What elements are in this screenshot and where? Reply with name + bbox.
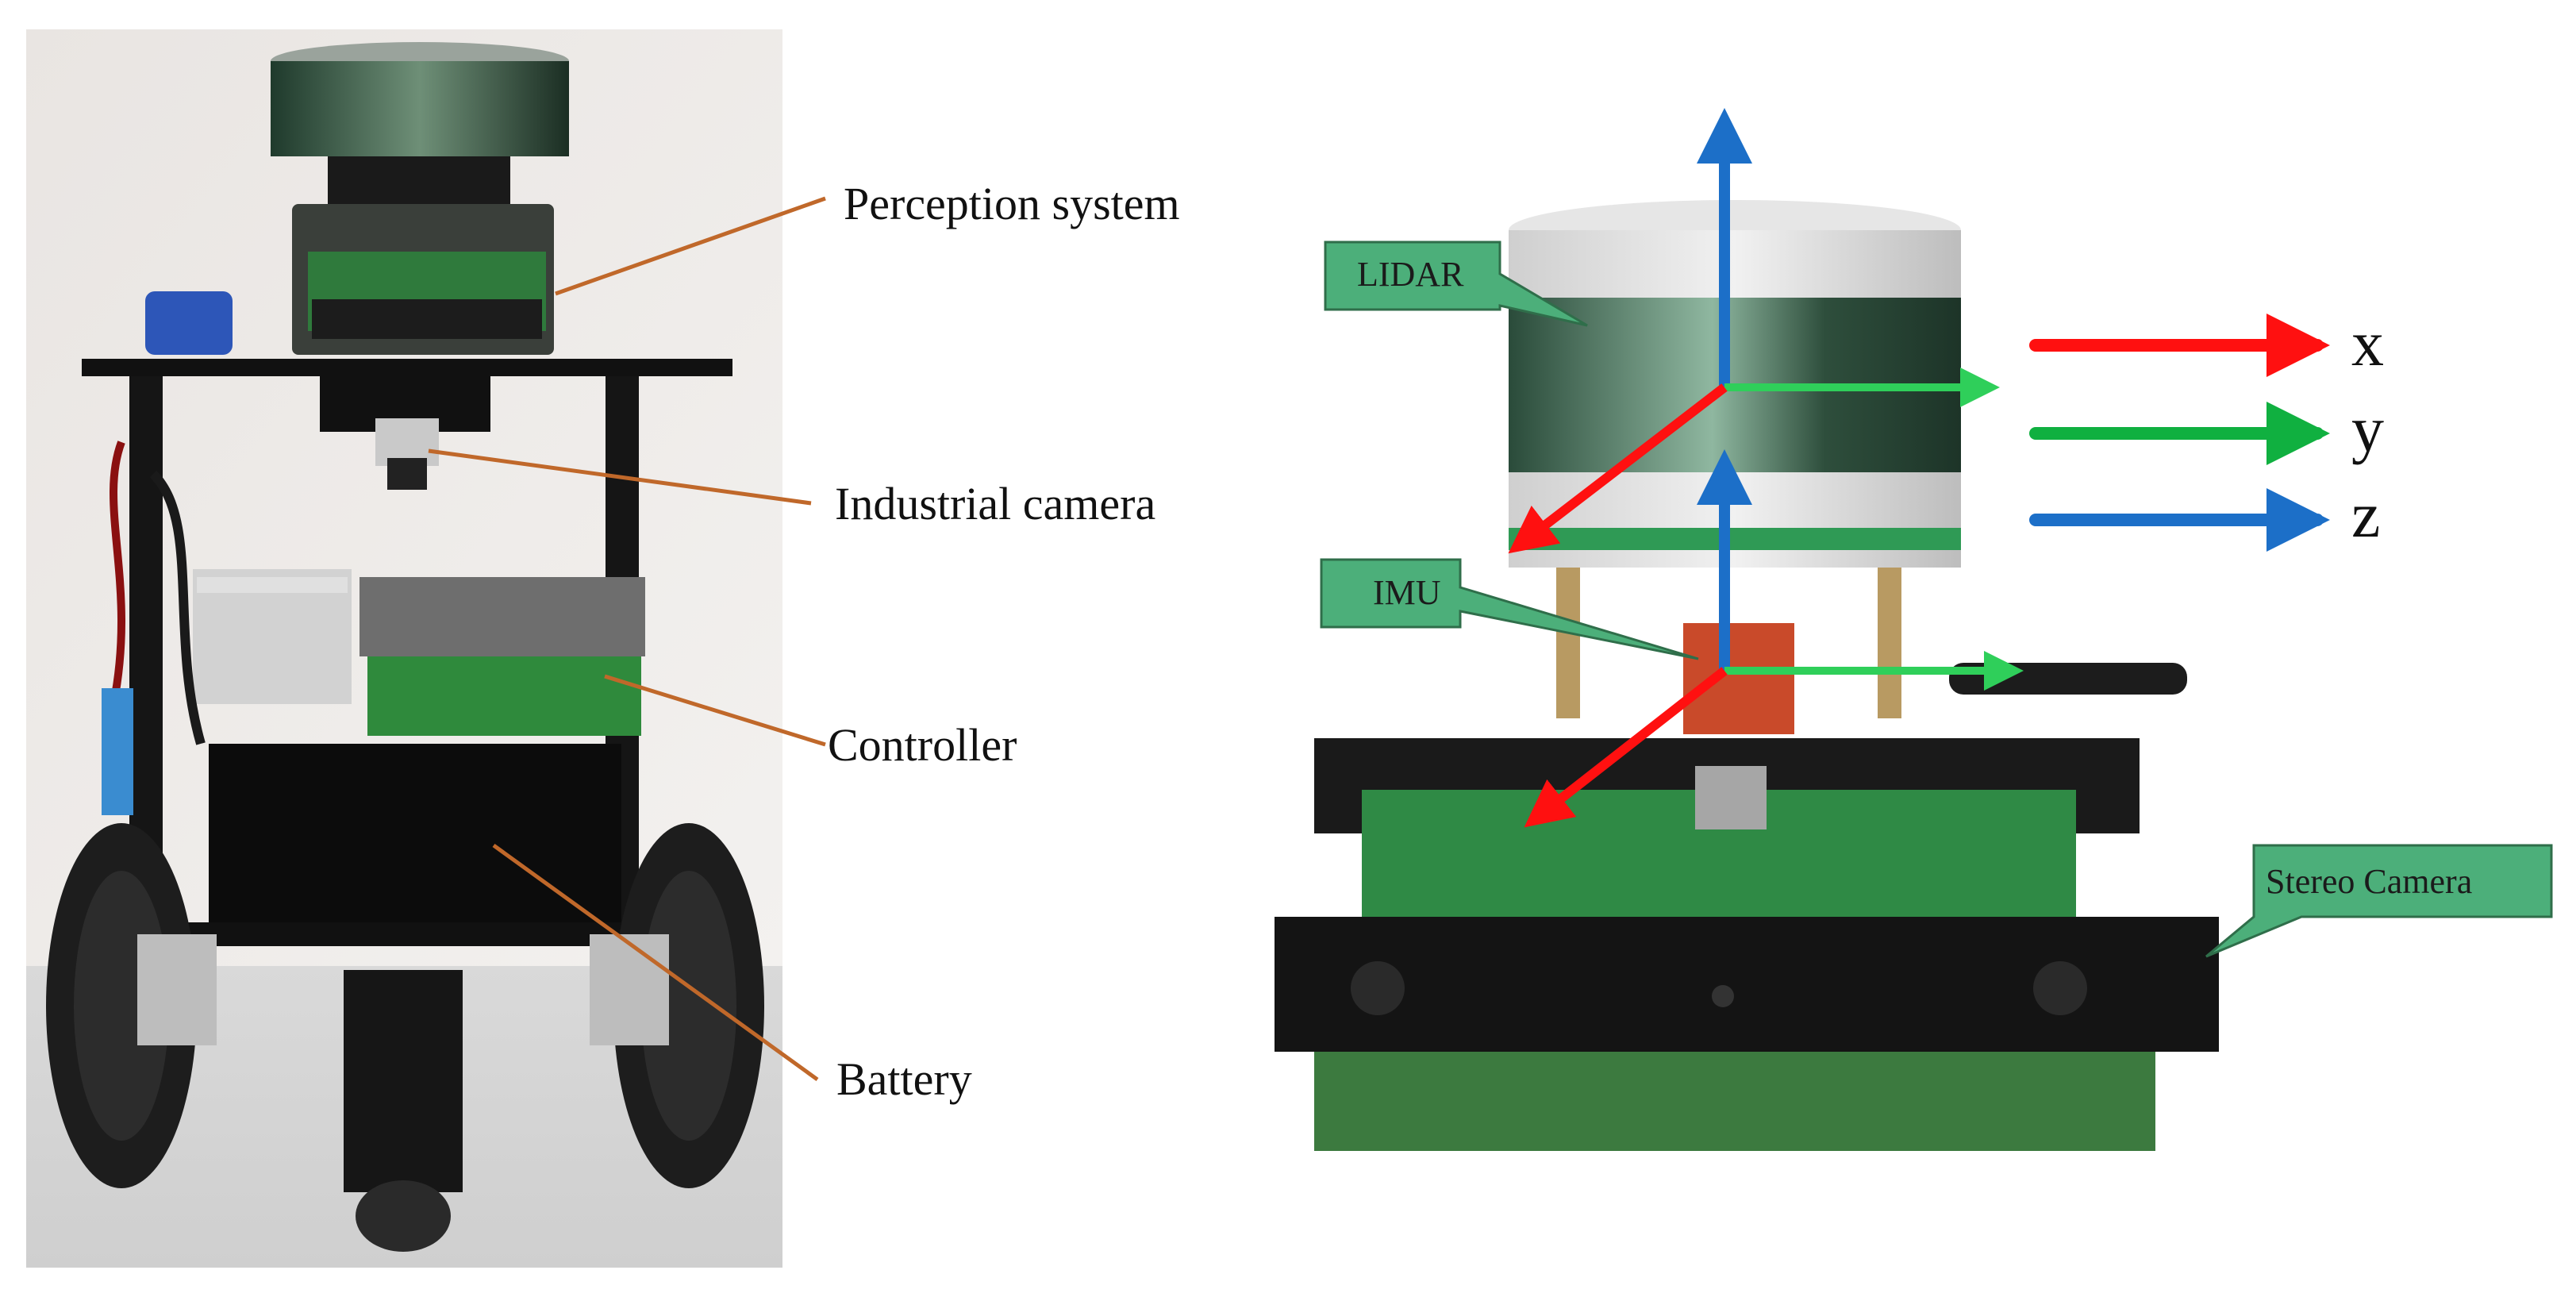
battery-label: Battery (836, 1053, 972, 1105)
perception-system-label: Perception system (844, 178, 1180, 229)
legend-x-letter: x (2351, 307, 2384, 379)
controller (367, 656, 641, 736)
imu-callout-label: IMU (1373, 573, 1441, 612)
legend-z-letter: z (2351, 479, 2381, 551)
imu-x-axis (1524, 667, 1728, 828)
stereo-camera-callout-box (2205, 844, 2553, 958)
robot-photo (26, 29, 782, 1268)
controller-leader-line (604, 674, 826, 747)
sensor-illustration (1275, 200, 2219, 1151)
lidar-callout-box (1324, 241, 1588, 327)
robot-illustration (26, 29, 782, 1268)
lidar-unit (271, 61, 569, 156)
industrial-camera-label: Industrial camera (835, 478, 1156, 529)
lidar-callout-label: LIDAR (1357, 255, 1464, 294)
controller-heatsink (359, 577, 645, 656)
legend-y-letter: y (2351, 393, 2384, 465)
sensor-photo (1251, 155, 2285, 1163)
camera-leader-line (428, 448, 812, 506)
controller-label: Controller (828, 719, 1017, 771)
battery (209, 744, 621, 934)
imu (1683, 623, 1794, 734)
top-plate (82, 359, 732, 376)
perception-leader-line (555, 196, 826, 296)
lidar-x-axis (1508, 383, 1728, 554)
battery-leader-line (492, 843, 819, 1082)
stereo-camera-callout-label: Stereo Camera (2266, 862, 2473, 901)
imu-callout-box (1320, 558, 1699, 660)
